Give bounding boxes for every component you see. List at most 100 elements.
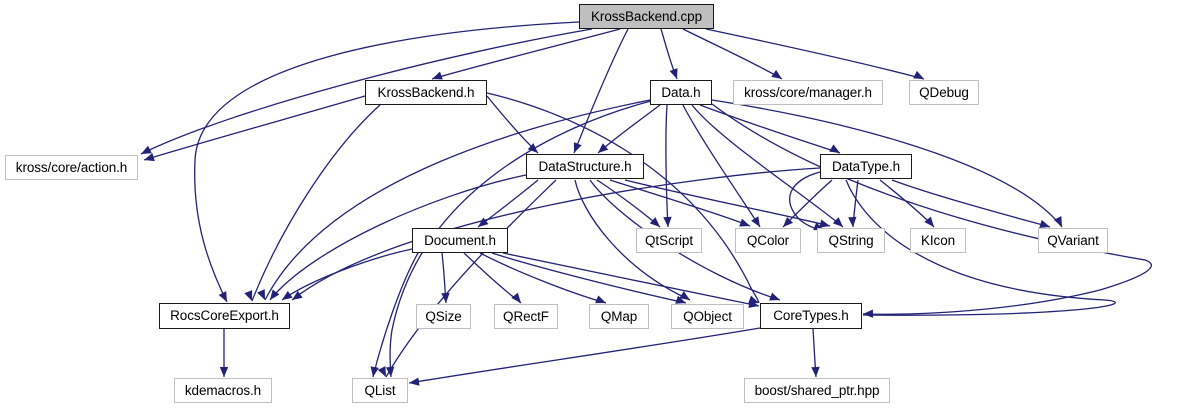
- edge-data_h-to-qtscript: [665, 104, 669, 228]
- edge-data_h-to-qvariant: [711, 99, 1063, 228]
- graph-node-document_h[interactable]: Document.h: [412, 228, 508, 253]
- arrowhead-43: [219, 367, 229, 377]
- node-label: QDebug: [919, 84, 969, 100]
- arrowhead-9: [244, 290, 253, 301]
- arrowhead-5: [573, 142, 582, 153]
- graph-node-qlist[interactable]: QList: [352, 378, 408, 403]
- graph-node-boost_shared_ptr[interactable]: boost/shared_ptr.hpp: [744, 378, 890, 403]
- arrowhead-2: [669, 68, 678, 79]
- edge-datatype_h-to-rocscoreexport_h: [291, 167, 821, 301]
- graph-node-data_h[interactable]: Data.h: [650, 80, 712, 105]
- edge-document_h-to-qobject: [491, 252, 687, 304]
- graph-node-qvariant[interactable]: QVariant: [1038, 228, 1108, 253]
- edge-datatype_h-to-coretypes_h: [845, 179, 1116, 316]
- edge-data_h-to-datatype_h: [699, 104, 841, 154]
- graph-node-qsize[interactable]: QSize: [416, 304, 471, 329]
- arrowhead-14: [751, 216, 760, 227]
- arrowhead-17: [257, 289, 265, 300]
- graph-node-qstring[interactable]: QString: [817, 228, 885, 253]
- edge-krossbackend_h-to-rocscoreexport_h: [251, 104, 381, 302]
- graph-node-krossbackend_cpp[interactable]: KrossBackend.cpp: [579, 4, 714, 29]
- node-label: RocsCoreExport.h: [170, 308, 279, 324]
- edges-group: [140, 21, 1152, 384]
- edge-data_h-to-coretypes_h: [711, 103, 1152, 315]
- edge-datatype_h-to-qstring: [789, 171, 825, 231]
- arrowhead-35: [511, 292, 521, 303]
- arrowhead-33: [292, 290, 303, 300]
- edge-krossbackend_cpp-to-manager_h: [682, 28, 783, 80]
- node-label: Document.h: [424, 232, 496, 248]
- edge-datastructure_h-to-rocscoreexport_h: [269, 174, 527, 301]
- edge-krossbackend_h-to-coretypes_h: [486, 92, 760, 304]
- node-label: DataStructure.h: [538, 158, 632, 174]
- arrowhead-16: [1053, 216, 1062, 227]
- node-label: QtScript: [645, 232, 693, 248]
- arrowhead-20: [478, 217, 489, 227]
- arrowhead-38: [748, 299, 759, 308]
- arrowhead-18: [863, 309, 874, 318]
- node-label: kdemacros.h: [184, 382, 262, 398]
- edge-datatype_h-to-qvariant: [891, 179, 1051, 228]
- arrowhead-3: [771, 69, 782, 79]
- edge-document_h-to-qlist: [372, 252, 419, 378]
- graph-node-coretypes_h[interactable]: CoreTypes.h: [760, 303, 862, 329]
- edge-krossbackend_h-to-action_h: [143, 95, 366, 161]
- arrowheads-group: [141, 68, 1062, 386]
- edge-data_h-to-qcolor: [682, 104, 761, 228]
- arrowhead-41: [811, 366, 820, 377]
- arrowhead-27: [377, 366, 386, 377]
- node-label: kross/core/manager.h: [744, 84, 872, 100]
- node-label: QColor: [746, 232, 790, 248]
- graph-node-manager_h[interactable]: kross/core/manager.h: [733, 80, 883, 105]
- edge-datastructure_h-to-qstring: [624, 179, 831, 227]
- graph-node-qmap[interactable]: QMap: [589, 304, 649, 329]
- arrowhead-13: [663, 216, 672, 227]
- arrowhead-34: [441, 292, 450, 303]
- arrowhead-23: [819, 219, 830, 228]
- edge-krossbackend_cpp-to-krossbackend_h: [431, 28, 621, 80]
- arrowhead-11: [598, 143, 609, 153]
- graph-node-krossbackend_h[interactable]: KrossBackend.h: [365, 80, 487, 105]
- node-label: KrossBackend.h: [377, 84, 475, 100]
- arrowhead-42: [409, 377, 420, 386]
- arrowhead-31: [1039, 219, 1050, 228]
- graph-node-kdemacros_h[interactable]: kdemacros.h: [174, 378, 272, 403]
- edge-coretypes_h-to-qlist: [408, 327, 761, 384]
- graph-node-datastructure_h[interactable]: DataStructure.h: [526, 154, 644, 179]
- edge-document_h-to-rocscoreexport_h: [281, 248, 413, 301]
- graph-node-qrectf[interactable]: QRectF: [494, 304, 558, 329]
- graph-node-datatype_h[interactable]: DataType.h: [820, 154, 912, 179]
- arrowhead-6: [218, 291, 227, 302]
- arrowhead-36: [595, 295, 606, 304]
- graph-node-action_h[interactable]: kross/core/action.h: [5, 155, 138, 180]
- graph-node-qcolor[interactable]: QColor: [735, 228, 801, 253]
- edge-data_h-to-qstring: [691, 104, 844, 228]
- edge-datastructure_h-to-qcolor: [609, 179, 751, 227]
- node-label: Data.h: [661, 84, 701, 100]
- edge-document_h-to-coretypes_h: [502, 252, 760, 307]
- graph-node-qtscript[interactable]: QtScript: [636, 228, 702, 253]
- node-label: QString: [828, 232, 874, 248]
- edge-data_h-to-datastructure_h: [597, 104, 661, 154]
- graph-node-qdebug[interactable]: QDebug: [909, 80, 979, 105]
- arrowhead-21: [649, 217, 660, 227]
- graph-node-rocscoreexport_h[interactable]: RocsCoreExport.h: [159, 303, 290, 329]
- arrowhead-39: [282, 290, 293, 300]
- node-label: QMap: [600, 308, 638, 324]
- arrowhead-0: [432, 71, 443, 80]
- arrowhead-1: [141, 145, 152, 154]
- node-label: KrossBackend.cpp: [591, 8, 702, 24]
- node-label: CoreTypes.h: [773, 308, 849, 324]
- arrowhead-15: [832, 217, 843, 227]
- arrowhead-7: [144, 153, 155, 162]
- node-label: QRectF: [503, 308, 549, 324]
- edge-document_h-to-qrectf: [463, 252, 522, 304]
- arrowhead-25: [769, 292, 780, 301]
- node-label: DataType.h: [831, 158, 901, 174]
- graph-node-qobject[interactable]: QObject: [671, 304, 744, 329]
- graph-node-kicon[interactable]: KIcon: [910, 228, 966, 253]
- edge-krossbackend_cpp-to-datastructure_h: [573, 28, 629, 154]
- arrowhead-30: [924, 216, 934, 227]
